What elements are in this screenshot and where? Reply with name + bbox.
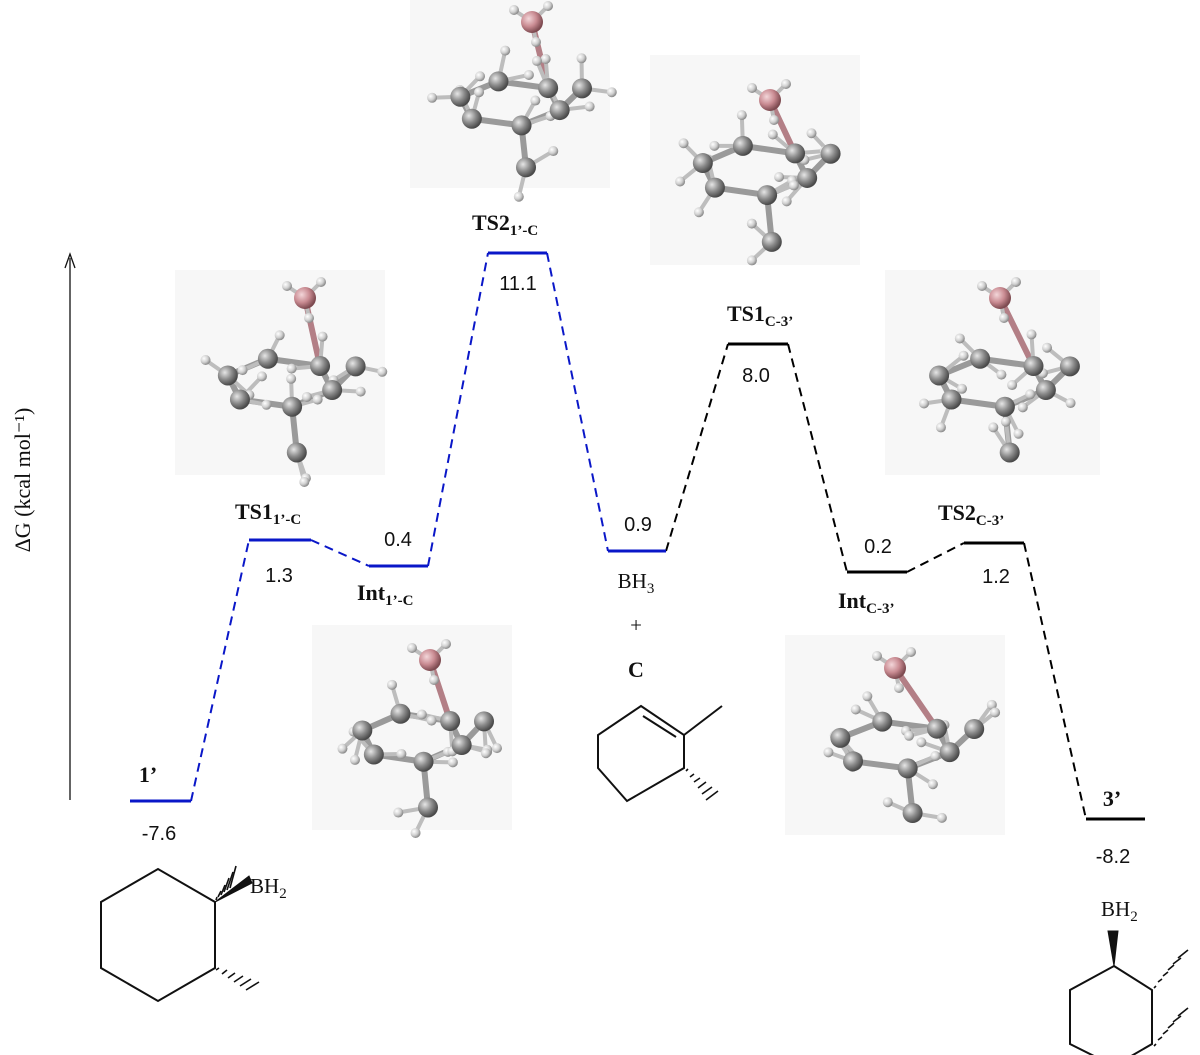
molecule-int-1pc xyxy=(312,625,512,838)
label-ts1-c3p: TS1C-3’ xyxy=(727,301,793,330)
skeletal-structure-3p xyxy=(1069,930,1189,1055)
label-ts2-1pc: TS21’-C xyxy=(472,210,538,239)
y-axis-label: ΔG (kcal mol⁻¹) xyxy=(10,408,35,553)
label-1p: 1’ xyxy=(139,762,157,787)
label-3p: 3’ xyxy=(1103,786,1121,811)
value-int-1pc: 0.4 xyxy=(384,529,412,551)
molecule-ts2-1pc xyxy=(410,0,617,202)
value-ts2-1pc: 11.1 xyxy=(499,273,536,295)
label-int-1pc: Int1’-C xyxy=(357,580,413,609)
label-c: C xyxy=(628,657,644,682)
value-3p: -8.2 xyxy=(1096,846,1130,868)
label-bh3: BH3 xyxy=(618,569,655,597)
label-ts1-1pc: TS11’-C xyxy=(235,499,301,528)
value-ts2-c3p: 1.2 xyxy=(982,566,1010,588)
molecule-ts1-c3p xyxy=(650,55,860,266)
connector-TS2_1pC-BH3C xyxy=(546,252,609,552)
connector-TS2_C3p-3p xyxy=(1023,542,1087,820)
value-bh3c: 0.9 xyxy=(624,514,652,536)
label-bh2-right: BH2 xyxy=(1101,897,1138,925)
label-plus: + xyxy=(630,613,642,637)
connector-Int_1pC-TS2_1pC xyxy=(427,252,489,567)
connector-BH3C-TS1_C3p xyxy=(665,343,729,552)
label-bh2-left: BH2 xyxy=(250,874,287,902)
molecule-int-c3p xyxy=(785,635,1005,835)
skeletal-structure-c xyxy=(597,704,723,803)
value-1p: -7.6 xyxy=(142,823,176,845)
skeletal-structure-1p xyxy=(100,865,260,1003)
y-axis-arrow xyxy=(64,252,76,269)
value-ts1-1pc: 1.3 xyxy=(265,565,293,587)
label-ts2-c3p: TS2C-3’ xyxy=(938,500,1004,529)
connector-TS1_1pC-Int_1pC xyxy=(310,539,370,567)
connector-1p-TS1_1pC xyxy=(190,539,250,802)
value-int-c3p: 0.2 xyxy=(864,536,892,558)
value-ts1-c3p: 8.0 xyxy=(742,365,770,387)
molecule-ts2-c3p xyxy=(885,270,1100,475)
label-int-c3p: IntC-3’ xyxy=(838,588,894,617)
connector-Int_C3p-TS2_C3p xyxy=(906,542,965,573)
connector-TS1_C3p-Int_C3p xyxy=(787,343,848,573)
molecule-ts1-1pc xyxy=(175,270,388,487)
